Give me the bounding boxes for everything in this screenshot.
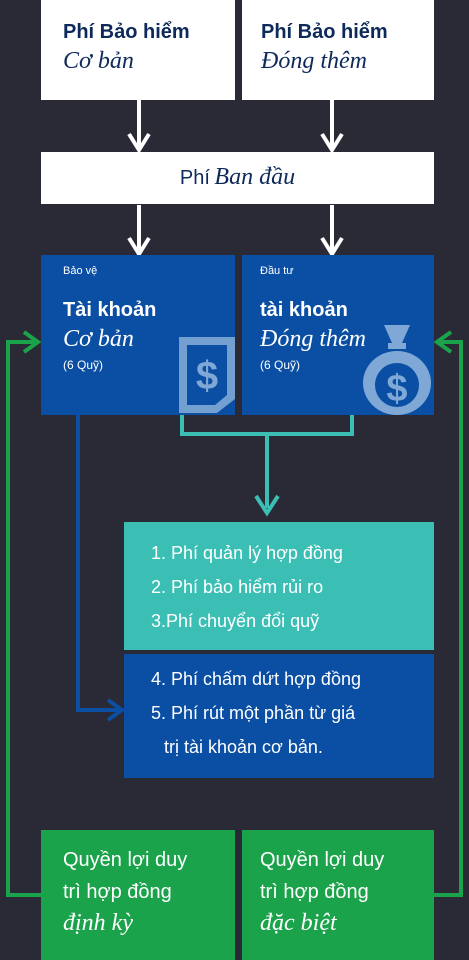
initial-fee-prefix: Phí [179,167,210,189]
initial-fee-italic: Ban đầu [214,164,296,190]
green-loop-right [433,340,463,897]
periodic-benefit-box: Quyền lợi duy trì hợp đồng định kỳ [41,830,235,960]
basic-account-box: Bảo vệ Tài khoản Cơ bản (6 Quỹ) $ [41,255,235,415]
fees-blue-box: 4. Phí chấm dứt hợp đồng 5. Phí rút một … [124,654,434,778]
svg-text:$: $ [386,368,407,410]
topup-premium-line2: Đóng thêm [261,48,367,74]
topup-account-funds: (6 Quỹ) [260,358,301,372]
topup-premium-line1: Phí Bảo hiểm [261,21,388,43]
special-benefit-line3: đặc biệt [260,910,337,936]
fee-item-5: 5. Phí rút một phần từ giá [151,703,356,723]
basic-premium-box: Phí Bảo hiểm Cơ bản [41,0,235,100]
initial-fee-box: Phí Ban đầu [41,152,434,204]
periodic-benefit-line2: trì hợp đồng [63,881,172,903]
special-benefit-line1: Quyền lợi duy [260,849,385,871]
svg-text:$: $ [196,354,218,398]
basic-premium-line2: Cơ bản [63,48,134,74]
topup-account-box: Đầu tư tài khoản Đóng thêm (6 Quỹ) $ [242,255,434,415]
arrowhead [127,236,151,258]
green-loop-left [6,340,41,897]
fee-item-5-cont: trị tài khoản cơ bản. [164,737,323,757]
teal-arrowhead [254,494,280,517]
basic-account-subtitle: Cơ bản [63,326,134,352]
arrowhead [320,236,344,258]
topup-account-tag: Đầu tư [260,265,294,277]
fee-item-1: 1. Phí quản lý hợp đồng [151,543,343,563]
fee-item-4: 4. Phí chấm dứt hợp đồng [151,669,361,689]
basic-account-title: Tài khoản [63,299,157,321]
green-arrowhead-left [22,330,42,354]
basic-account-funds: (6 Quỹ) [63,358,104,372]
topup-account-title: tài khoản [260,299,348,321]
arrowhead [320,132,344,154]
teal-bracket [180,415,354,436]
fee-item-2: 2. Phí bảo hiểm rủi ro [151,577,324,597]
green-arrowhead-right [433,330,453,354]
special-benefit-box: Quyền lợi duy trì hợp đồng đặc biệt [242,830,434,960]
blue-arrowhead [106,698,126,722]
special-benefit-line2: trì hợp đồng [260,881,369,903]
periodic-benefit-line3: định kỳ [63,910,133,936]
shield-dollar-icon: $ [179,337,235,413]
blue-connector [76,415,118,712]
basic-account-tag: Bảo vệ [63,265,98,277]
fee-item-3: 3.Phí chuyển đổi quỹ [151,611,320,631]
topup-premium-box: Phí Bảo hiểm Đóng thêm [242,0,434,100]
money-bag-icon: $ [363,325,431,415]
periodic-benefit-line1: Quyền lợi duy [63,849,188,871]
arrowhead [127,132,151,154]
fees-teal-box: 1. Phí quản lý hợp đồng 2. Phí bảo hiểm … [124,522,434,650]
basic-premium-line1: Phí Bảo hiểm [63,21,190,43]
topup-account-subtitle: Đóng thêm [260,326,366,352]
